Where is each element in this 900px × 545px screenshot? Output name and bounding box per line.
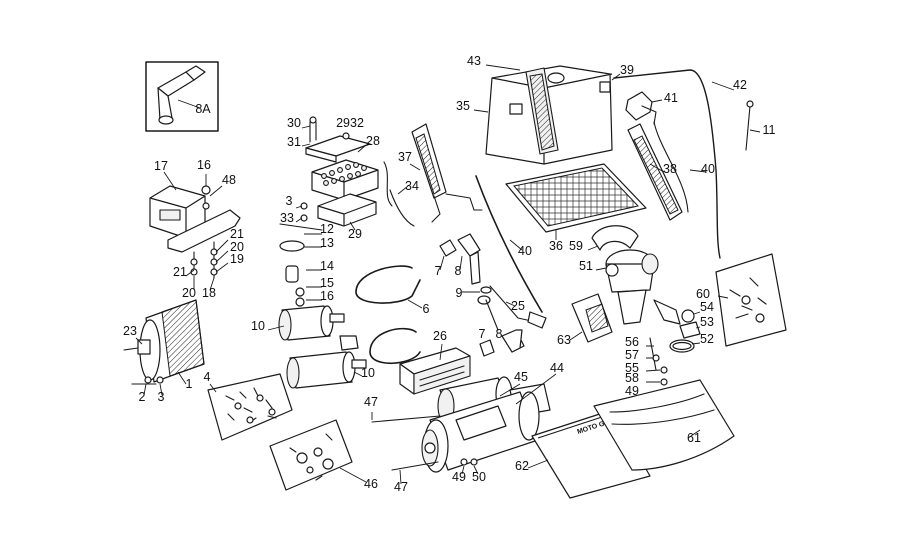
callout-c20b: 20 [182, 286, 196, 300]
callout-c60: 60 [696, 287, 710, 301]
callout-c35: 35 [456, 99, 470, 113]
callout-c2: 2 [139, 390, 146, 404]
callout-c7a: 7 [435, 264, 442, 278]
callout-c45: 45 [514, 370, 528, 384]
callout-c58: 58 [625, 371, 639, 385]
callout-c42: 42 [733, 78, 747, 92]
callout-c10b: 10 [361, 366, 375, 380]
callout-c23: 23 [123, 324, 137, 338]
callout-c47b: 47 [394, 480, 408, 494]
callout-c14: 14 [320, 259, 334, 273]
parts-bag-46 [269, 419, 367, 491]
callout-c1: 1 [186, 377, 193, 391]
inset-spark-plug-cap [145, 61, 219, 132]
ignition-coils [267, 223, 367, 389]
callout-c21a: 21 [230, 227, 244, 241]
callout-c30: 30 [287, 116, 301, 130]
callout-c28: 28 [366, 134, 380, 148]
callout-c40b: 40 [701, 162, 715, 176]
fuse-holder-38 [627, 121, 707, 221]
callout-c16b: 16 [320, 289, 334, 303]
callout-c8a: 8A [195, 102, 211, 116]
callout-c48: 48 [222, 173, 236, 187]
callout-c57: 57 [625, 348, 639, 362]
spark-plug-caps [439, 233, 547, 357]
callout-c46: 46 [364, 477, 378, 491]
callout-c16a: 16 [197, 158, 211, 172]
callout-c61: 61 [687, 431, 701, 445]
callout-c3a: 3 [286, 194, 293, 208]
callout-c17: 17 [154, 159, 168, 173]
callout-c6: 6 [423, 302, 430, 316]
parts-bag-4 [207, 373, 293, 441]
callout-c8c: 8 [496, 327, 503, 341]
callout-c36: 36 [549, 239, 563, 253]
callout-c33: 33 [280, 211, 294, 225]
callout-c21b: 21 [173, 265, 187, 279]
callout-c55: 55 [625, 361, 639, 375]
battery-tray [505, 163, 647, 240]
callout-c19: 19 [230, 252, 244, 266]
callout-c38: 38 [663, 162, 677, 176]
callout-c34: 34 [405, 179, 419, 193]
clamp-59 [587, 225, 639, 251]
callout-c62: 62 [515, 459, 529, 473]
callout-c15: 15 [320, 276, 334, 290]
fuse-box [295, 116, 393, 231]
callout-c50: 50 [472, 470, 486, 484]
callout-c49a: 49 [452, 470, 466, 484]
callout-c13: 13 [320, 236, 334, 250]
callout-c4: 4 [204, 370, 211, 384]
callout-c26: 26 [433, 329, 447, 343]
regulator-26 [399, 343, 471, 395]
callout-c49b: 49 [625, 384, 639, 398]
callout-c29: 29 [348, 227, 362, 241]
callout-c25: 25 [511, 299, 525, 313]
callout-c11: 11 [763, 123, 776, 137]
callout-c12: 12 [320, 222, 334, 236]
callout-c9: 9 [456, 286, 463, 300]
battery [473, 64, 621, 165]
distributor [595, 249, 681, 325]
parts-bag-60 [715, 253, 787, 347]
starter-relay-41 [613, 69, 761, 259]
callout-c53: 53 [700, 315, 714, 329]
callout-c40a: 40 [518, 244, 532, 258]
cables-and-harness [389, 123, 543, 313]
alternator [123, 299, 205, 396]
callout-c18: 18 [202, 286, 216, 300]
callout-c37: 37 [398, 150, 412, 164]
small-parts-52-58 [645, 309, 701, 396]
callout-c54: 54 [700, 300, 714, 314]
callout-c47a: 47 [364, 395, 378, 409]
callout-c31: 31 [287, 135, 301, 149]
callout-c20a: 20 [230, 240, 244, 254]
relay-assembly [149, 171, 241, 291]
bracket-63 [569, 293, 613, 343]
callout-c56: 56 [625, 335, 639, 349]
callout-c43: 43 [467, 54, 481, 68]
callout-c8b: 8 [455, 264, 462, 278]
callout-c51: 51 [579, 259, 593, 273]
callout-c2932: 2932 [336, 116, 364, 130]
callout-c39: 39 [620, 63, 634, 77]
starter-motor-bottom [371, 373, 557, 485]
callout-c59: 59 [569, 239, 583, 253]
callout-c52: 52 [700, 332, 714, 346]
callout-c7b: 7 [479, 327, 486, 341]
tool-bag-61 [593, 379, 735, 471]
callout-c44: 44 [550, 361, 564, 375]
ht-leads [355, 265, 423, 364]
callout-c10a: 10 [251, 319, 265, 333]
callout-c63: 63 [557, 333, 571, 347]
callout-c41: 41 [664, 91, 678, 105]
callout-c3b: 3 [158, 390, 165, 404]
